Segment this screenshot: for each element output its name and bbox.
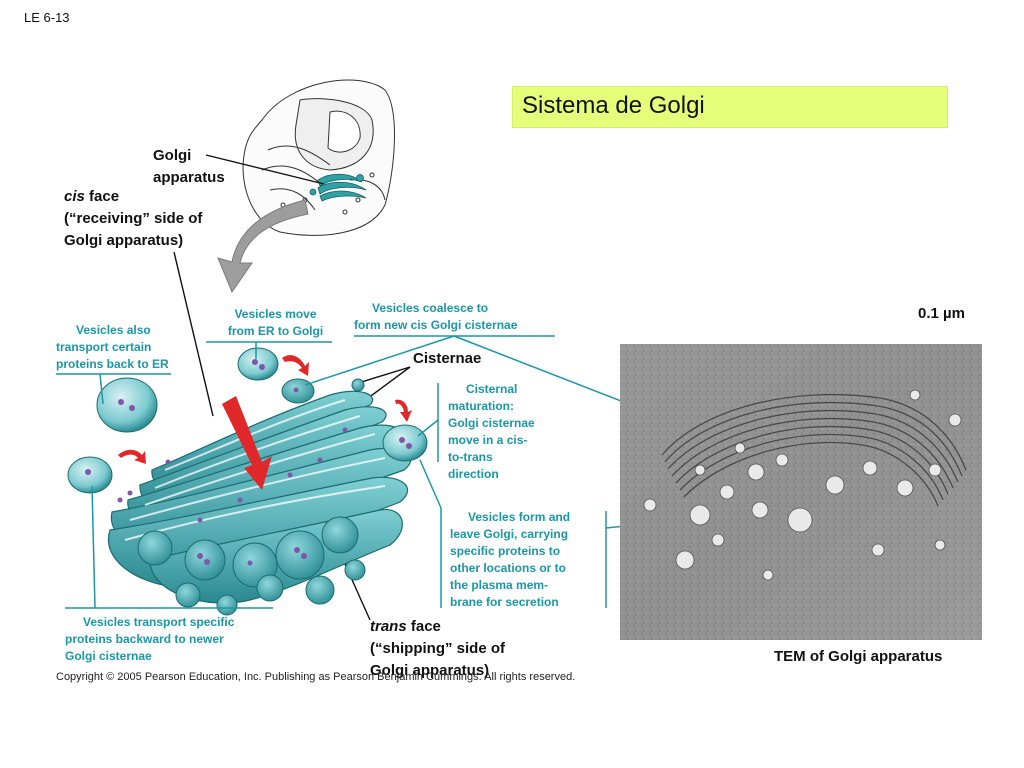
callout-vesicles-also: Vesicles also transport certain proteins…: [56, 323, 169, 371]
trans-face-label: trans face (“shipping” side of Golgi app…: [370, 618, 505, 679]
cisternae-leader-1: [354, 366, 411, 385]
protein-dots: [117, 427, 348, 566]
copyright-notice: Copyright © 2005 Pearson Education, Inc.…: [56, 671, 576, 683]
title-banner: [512, 86, 948, 128]
tem-micrograph: [620, 344, 982, 640]
callout-cisternal-maturation: Cisternal maturation: Golgi cisternae mo…: [448, 382, 535, 481]
golgi-apparatus-label: Golgi apparatus: [153, 147, 225, 186]
red-arrows: [118, 355, 412, 490]
golgi-in-cell: [309, 173, 367, 202]
cis-face-leader: [173, 251, 214, 417]
callout-vesicles-move: Vesicles move from ER to Golgi: [227, 307, 324, 338]
cis-face-label: cis face (“receiving” side of Golgi appa…: [64, 188, 203, 249]
cis-to-trans-arrow: [222, 396, 272, 490]
page-title: Sistema de Golgi: [522, 92, 705, 119]
callout-vesicles-transport: Vesicles transport specific proteins bac…: [65, 615, 235, 663]
callout-vesicles-form: Vesicles form and leave Golgi, carrying …: [450, 510, 571, 609]
cell-sketch: [242, 79, 395, 236]
callout-vesicles-coalesce: Vesicles coalesce to form new cis Golgi …: [354, 301, 518, 332]
golgi-apparatus-leader: [205, 154, 325, 185]
tem-vesicles: [643, 389, 962, 581]
tem-caption: TEM of Golgi apparatus: [774, 648, 943, 665]
slide-code: LE 6-13: [24, 10, 70, 25]
zoom-arrow: [217, 199, 309, 294]
cisternae-label: Cisternae: [413, 350, 482, 367]
golgi-trans-blobs: [137, 516, 366, 616]
scale-bar-label: 0.1 µm: [918, 305, 965, 322]
callout-lines: [56, 335, 693, 609]
